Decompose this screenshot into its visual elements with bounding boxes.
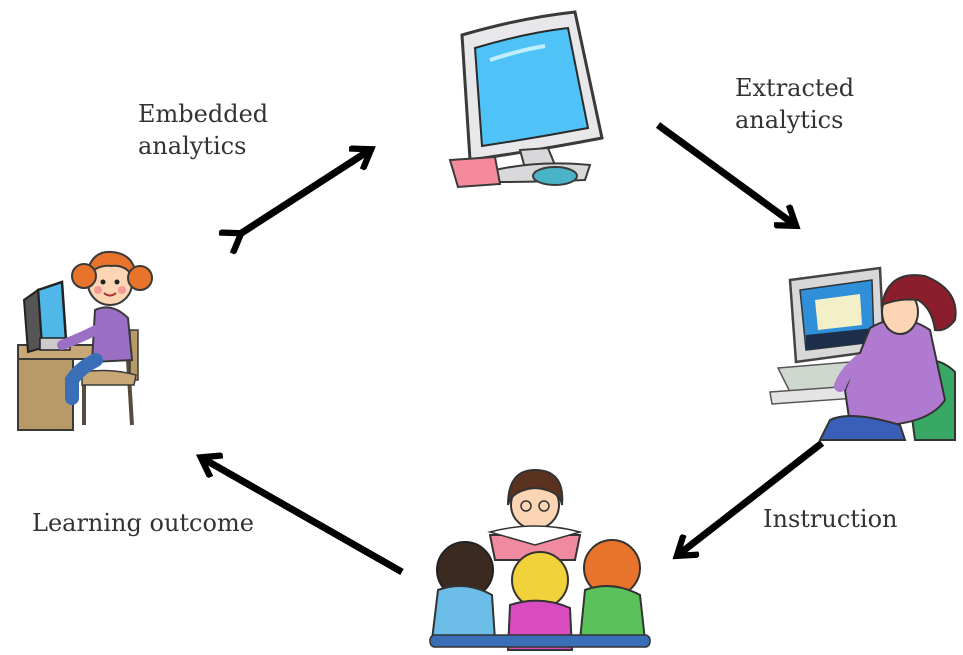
computer-icon [448, 10, 604, 189]
student-computer-icon [17, 250, 153, 431]
instruction-arrow [678, 440, 825, 555]
embedded-label-line1: Embedded [138, 100, 269, 128]
extracted-label-line2: analytics [735, 106, 844, 135]
learning-outcome-label: Learning outcome [32, 509, 254, 537]
learning-outcome-arrow [202, 458, 404, 576]
instruction-label: Instruction [763, 505, 898, 533]
teacher-computer-icon [769, 266, 957, 441]
extracted-label-line1: Extracted [735, 74, 855, 102]
embedded-analytics-label: Embedded analytics [138, 98, 268, 163]
embedded-label-line2: analytics [138, 132, 247, 161]
reading-group-icon [429, 468, 651, 651]
embedded-analytics-arrow [240, 150, 370, 234]
extracted-analytics-arrow [655, 122, 795, 225]
extracted-analytics-label: Extracted analytics [735, 72, 854, 137]
